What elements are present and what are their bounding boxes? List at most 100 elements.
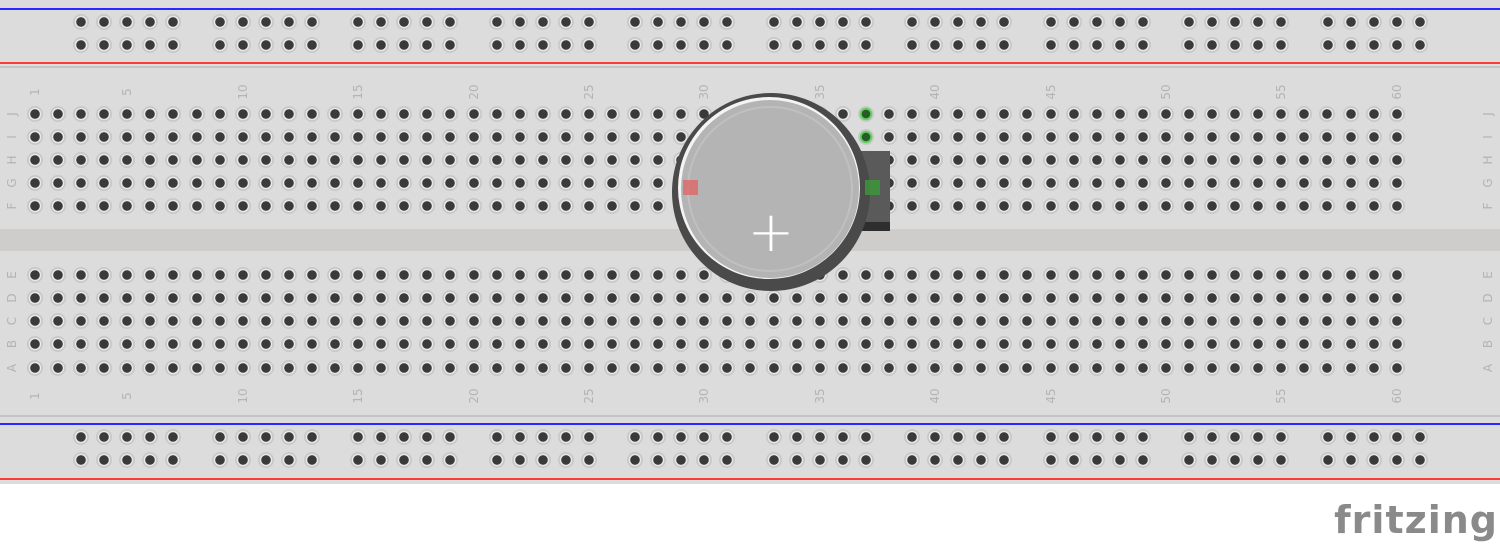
hole-B29[interactable] xyxy=(673,336,690,352)
hole-I57[interactable] xyxy=(1319,129,1336,145)
hole-B8[interactable] xyxy=(188,336,205,352)
rail-hole-top[interactable] xyxy=(650,37,666,53)
rail-hole-top[interactable] xyxy=(373,14,389,30)
hole-A36[interactable] xyxy=(834,360,851,376)
hole-J20[interactable] xyxy=(465,106,482,122)
hole-A51[interactable] xyxy=(1181,360,1197,376)
hole-J55[interactable] xyxy=(1273,106,1290,122)
hole-F21[interactable] xyxy=(488,198,505,214)
rail-hole-top[interactable] xyxy=(303,14,320,30)
hole-A35[interactable] xyxy=(811,360,828,376)
hole-A2[interactable] xyxy=(50,360,67,376)
hole-B6[interactable] xyxy=(142,336,159,352)
hole-C26[interactable] xyxy=(604,313,620,329)
hole-E18[interactable] xyxy=(419,267,436,283)
hole-F7[interactable] xyxy=(165,198,182,214)
rail-hole-bottom[interactable] xyxy=(927,429,943,445)
hole-A47[interactable] xyxy=(1088,360,1105,376)
hole-C46[interactable] xyxy=(1065,313,1082,329)
hole-G59[interactable] xyxy=(1365,175,1382,191)
rail-hole-top[interactable] xyxy=(142,14,158,30)
rail-hole-bottom[interactable] xyxy=(1365,429,1382,445)
rail-hole-top[interactable] xyxy=(1065,37,1082,53)
rail-hole-top[interactable] xyxy=(534,37,551,53)
rail-hole-bottom[interactable] xyxy=(834,452,851,468)
hole-H46[interactable] xyxy=(1065,152,1082,168)
rail-hole-bottom[interactable] xyxy=(234,452,251,468)
hole-G13[interactable] xyxy=(303,175,320,191)
hole-I10[interactable] xyxy=(234,129,251,145)
hole-C5[interactable] xyxy=(119,313,136,329)
hole-G49[interactable] xyxy=(1134,175,1151,191)
rail-hole-bottom[interactable] xyxy=(1342,452,1359,468)
rail-hole-top[interactable] xyxy=(1342,37,1359,53)
hole-J44[interactable] xyxy=(1019,106,1036,122)
rail-hole-bottom[interactable] xyxy=(765,452,782,468)
rail-hole-bottom[interactable] xyxy=(1227,452,1243,468)
hole-H56[interactable] xyxy=(1296,152,1313,168)
hole-A41[interactable] xyxy=(950,360,967,376)
hole-E24[interactable] xyxy=(557,267,574,283)
rail-hole-top[interactable] xyxy=(1042,37,1059,53)
hole-J49[interactable] xyxy=(1134,106,1151,122)
rail-hole-bottom[interactable] xyxy=(1319,429,1336,445)
hole-G42[interactable] xyxy=(973,175,990,191)
hole-B31[interactable] xyxy=(719,336,736,352)
rail-hole-top[interactable] xyxy=(142,37,158,53)
hole-J2[interactable] xyxy=(50,106,67,122)
hole-G46[interactable] xyxy=(1065,175,1082,191)
hole-D52[interactable] xyxy=(1204,290,1221,306)
hole-G5[interactable] xyxy=(119,175,136,191)
hole-B22[interactable] xyxy=(511,336,528,352)
hole-H10[interactable] xyxy=(234,152,251,168)
rail-hole-bottom[interactable] xyxy=(1342,429,1359,445)
hole-F56[interactable] xyxy=(1296,198,1313,214)
rail-hole-bottom[interactable] xyxy=(580,429,597,445)
rail-hole-top[interactable] xyxy=(1111,37,1128,53)
hole-I19[interactable] xyxy=(442,129,459,145)
rail-hole-top[interactable] xyxy=(834,37,851,53)
hole-G23[interactable] xyxy=(534,175,551,191)
hole-I42[interactable] xyxy=(973,129,990,145)
rail-hole-top[interactable] xyxy=(1319,37,1336,53)
hole-C13[interactable] xyxy=(303,313,320,329)
hole-I24[interactable] xyxy=(557,129,574,145)
hole-I29[interactable] xyxy=(673,129,690,145)
hole-D53[interactable] xyxy=(1227,290,1244,306)
hole-D60[interactable] xyxy=(1388,290,1405,306)
hole-A17[interactable] xyxy=(396,360,413,376)
rail-hole-top[interactable] xyxy=(350,14,366,30)
hole-C20[interactable] xyxy=(465,313,482,329)
hole-E55[interactable] xyxy=(1273,267,1290,283)
hole-J57[interactable] xyxy=(1319,106,1336,122)
hole-J15[interactable] xyxy=(350,106,367,122)
hole-E13[interactable] xyxy=(303,267,320,283)
hole-G52[interactable] xyxy=(1204,175,1221,191)
rail-hole-bottom[interactable] xyxy=(165,429,181,445)
hole-B32[interactable] xyxy=(742,336,759,352)
hole-I23[interactable] xyxy=(534,129,551,145)
hole-G20[interactable] xyxy=(465,175,482,191)
hole-A32[interactable] xyxy=(742,360,759,376)
hole-J42[interactable] xyxy=(973,106,990,122)
hole-J21[interactable] xyxy=(488,106,505,122)
rail-hole-top[interactable] xyxy=(1250,14,1266,30)
hole-D39[interactable] xyxy=(904,290,921,306)
hole-D10[interactable] xyxy=(234,290,251,306)
hole-D21[interactable] xyxy=(488,290,505,306)
hole-I48[interactable] xyxy=(1111,129,1128,145)
hole-B9[interactable] xyxy=(211,336,228,352)
hole-E3[interactable] xyxy=(73,267,90,283)
rail-hole-bottom[interactable] xyxy=(234,429,251,445)
hole-C51[interactable] xyxy=(1181,313,1197,329)
rail-hole-bottom[interactable] xyxy=(373,452,389,468)
rail-hole-top[interactable] xyxy=(1365,14,1382,30)
rail-hole-bottom[interactable] xyxy=(303,429,320,445)
hole-I5[interactable] xyxy=(119,129,136,145)
hole-D54[interactable] xyxy=(1250,290,1267,306)
hole-D38[interactable] xyxy=(880,290,897,306)
rail-hole-bottom[interactable] xyxy=(396,452,412,468)
hole-G22[interactable] xyxy=(511,175,528,191)
rail-hole-bottom[interactable] xyxy=(419,452,435,468)
hole-D6[interactable] xyxy=(142,290,159,306)
